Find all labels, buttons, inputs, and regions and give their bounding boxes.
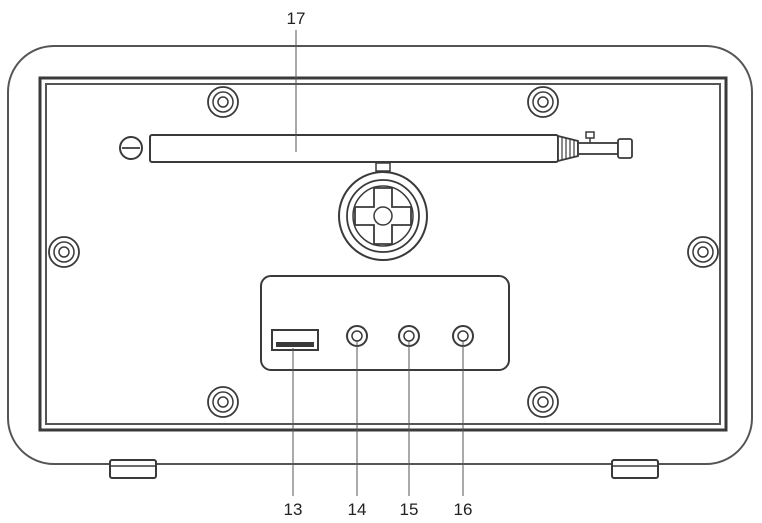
antenna-swivel-mount bbox=[338, 162, 428, 261]
screw-bottom-left bbox=[207, 386, 239, 418]
callout-jack-15: 15 bbox=[400, 500, 419, 519]
callout-jack-14: 14 bbox=[348, 500, 367, 519]
back-panel-inner-border bbox=[45, 83, 721, 425]
connector-plate bbox=[260, 275, 510, 371]
left-foot bbox=[109, 459, 157, 479]
callout-jack-16: 16 bbox=[454, 500, 473, 519]
callout-usb-port: 13 bbox=[284, 500, 303, 519]
right-foot bbox=[611, 459, 659, 479]
screw-bottom-right bbox=[527, 386, 559, 418]
audio-jack-14 bbox=[346, 325, 368, 347]
telescopic-antenna bbox=[119, 131, 633, 163]
audio-jack-16 bbox=[452, 325, 474, 347]
audio-jack-15 bbox=[398, 325, 420, 347]
screw-mid-right bbox=[687, 236, 719, 268]
screw-mid-left bbox=[48, 236, 80, 268]
usb-port bbox=[271, 329, 319, 351]
callout-antenna: 17 bbox=[287, 9, 306, 28]
screw-top-right bbox=[527, 86, 559, 118]
screw-top-left bbox=[207, 86, 239, 118]
